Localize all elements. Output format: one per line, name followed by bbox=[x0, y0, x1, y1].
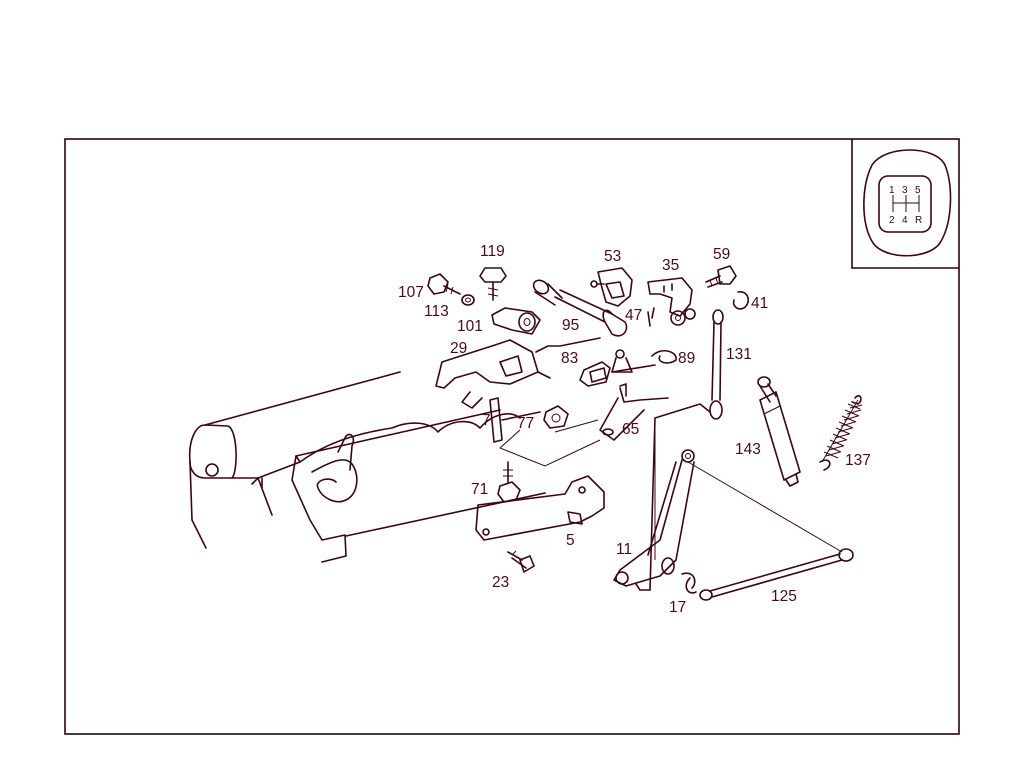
callout-107[interactable]: 107 bbox=[398, 284, 424, 301]
part-71-bolt bbox=[497, 461, 521, 503]
part-125-rod bbox=[699, 548, 854, 601]
part-113-washer bbox=[461, 294, 475, 306]
part-143-damper bbox=[757, 376, 801, 487]
part-137-spring bbox=[819, 395, 863, 471]
part-5-plate bbox=[475, 475, 605, 541]
callout-35[interactable]: 35 bbox=[662, 257, 679, 274]
callout-101[interactable]: 101 bbox=[457, 318, 483, 335]
callout-41[interactable]: 41 bbox=[751, 295, 768, 312]
gear-reverse: R bbox=[915, 215, 922, 226]
gear-2: 2 bbox=[889, 215, 895, 226]
callout-89[interactable]: 89 bbox=[678, 350, 695, 367]
callout-labels: 119 53 35 59 107 113 41 101 95 47 29 83 … bbox=[398, 243, 871, 616]
part-47-pin bbox=[647, 307, 655, 327]
callout-131[interactable]: 131 bbox=[726, 346, 752, 363]
callout-113[interactable]: 113 bbox=[424, 303, 449, 320]
callout-65[interactable]: 65 bbox=[622, 421, 639, 438]
part-101-bushing bbox=[491, 307, 541, 335]
part-83-mount bbox=[579, 361, 611, 387]
gear-5: 5 bbox=[915, 185, 921, 196]
assembly-lines bbox=[499, 418, 843, 560]
callout-29[interactable]: 29 bbox=[450, 340, 467, 357]
part-119-bolt bbox=[479, 267, 507, 301]
callout-11[interactable]: 11 bbox=[616, 541, 632, 558]
callout-47[interactable]: 47 bbox=[625, 307, 642, 324]
part-65-bracket bbox=[599, 383, 669, 441]
part-35-lever bbox=[647, 277, 696, 326]
diagram-frame bbox=[64, 138, 960, 735]
part-59-bolt bbox=[705, 265, 737, 288]
part-11-lever bbox=[613, 449, 695, 591]
callout-7[interactable]: 7 bbox=[482, 412, 491, 429]
callout-71[interactable]: 71 bbox=[471, 481, 488, 498]
shift-knob-icon bbox=[863, 149, 952, 257]
callout-119[interactable]: 119 bbox=[480, 243, 505, 260]
shift-plate bbox=[878, 175, 932, 233]
shift-pattern-inset: 1 3 5 2 4 R bbox=[851, 139, 959, 269]
pivot-pin bbox=[611, 349, 656, 373]
part-77-nut bbox=[543, 405, 569, 429]
part-29-bracket bbox=[435, 337, 601, 409]
part-53-bracket bbox=[590, 267, 633, 307]
callout-5[interactable]: 5 bbox=[566, 532, 575, 549]
gear-1: 1 bbox=[889, 185, 895, 196]
callout-125[interactable]: 125 bbox=[771, 588, 797, 605]
callout-59[interactable]: 59 bbox=[713, 246, 730, 263]
transmission-housing bbox=[188, 371, 546, 563]
callout-83[interactable]: 83 bbox=[561, 350, 578, 367]
callout-17[interactable]: 17 bbox=[669, 599, 686, 616]
callout-77[interactable]: 77 bbox=[517, 415, 534, 432]
part-107-bolt bbox=[427, 273, 461, 295]
callout-143[interactable]: 143 bbox=[735, 441, 761, 458]
part-89-clip bbox=[651, 349, 677, 364]
part-131-rod bbox=[649, 309, 724, 591]
part-7-stud bbox=[489, 397, 541, 443]
gear-4: 4 bbox=[902, 215, 908, 226]
callout-137[interactable]: 137 bbox=[845, 452, 871, 469]
part-23-bolt bbox=[507, 550, 535, 573]
part-41-clip bbox=[732, 291, 750, 310]
callout-95[interactable]: 95 bbox=[562, 317, 579, 334]
part-95-rod bbox=[532, 279, 628, 337]
part-17-clip bbox=[681, 572, 697, 594]
callout-53[interactable]: 53 bbox=[604, 248, 621, 265]
callout-23[interactable]: 23 bbox=[492, 574, 509, 591]
gear-3: 3 bbox=[902, 185, 908, 196]
